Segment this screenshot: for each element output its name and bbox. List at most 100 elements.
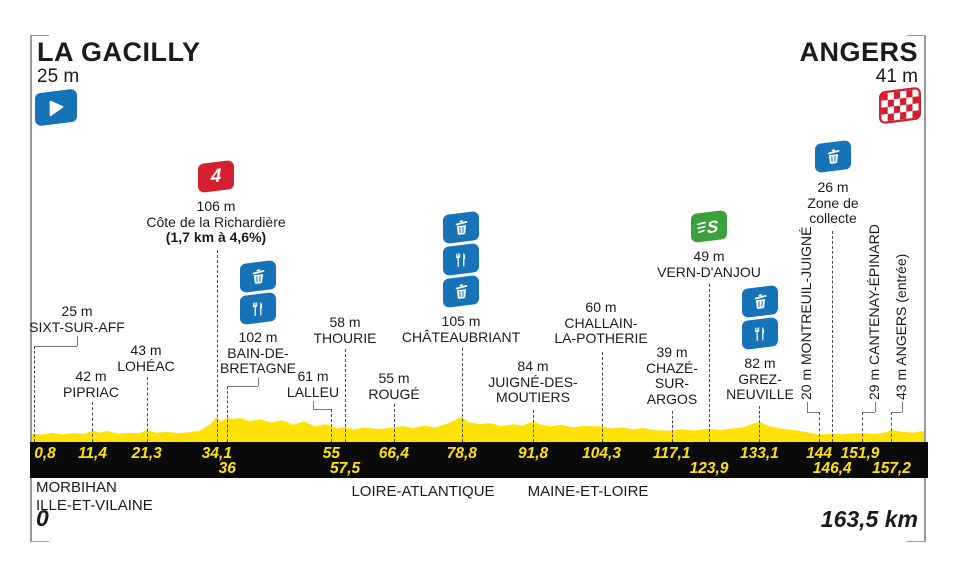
waypoint-dashed-line	[862, 412, 864, 442]
feed-zone-flag-icon	[443, 242, 479, 277]
right-frame-bracket	[907, 35, 926, 542]
waypoint-dashed-line	[92, 402, 94, 442]
km-marker: 34,1	[201, 445, 232, 462]
km-marker: 66,4	[378, 445, 409, 462]
department-label: MAINE-ET-LOIRE	[527, 483, 649, 500]
waypoint-dashed-line	[708, 284, 710, 442]
waypoint-dashed-line	[345, 349, 347, 442]
feed-zone-flag-icon	[240, 291, 276, 326]
checkered-flag	[879, 86, 921, 125]
waypoint-label-montreuil-juigne: 20 m MONTREUIL-JUIGNÉ	[798, 226, 814, 400]
finish-checkered-flag-icon	[879, 86, 921, 125]
waypoint-dashed-line	[891, 412, 893, 442]
waypoint-dashed-line	[832, 231, 834, 442]
km-marker: 157,2	[872, 460, 911, 477]
play-triangle-icon	[49, 100, 64, 116]
checker-pattern	[879, 87, 921, 124]
meal-fork-knife-icon	[253, 301, 263, 316]
km-marker: 117,1	[652, 445, 691, 462]
depart-flag-icon	[35, 88, 77, 127]
meal-fork-knife-icon	[755, 326, 765, 341]
km-bar	[30, 442, 928, 478]
terrain-area	[30, 416, 926, 442]
km-marker: 21,3	[131, 445, 162, 462]
start-km-value: 0	[36, 505, 49, 531]
waypoint-dashed-line	[227, 386, 229, 442]
connector-tick	[258, 378, 259, 386]
km-marker: 151,9	[840, 445, 880, 462]
waypoint-dashed-line	[146, 377, 148, 442]
feed-zone-flag-icon	[742, 316, 778, 351]
sprint-icon: S	[697, 216, 719, 237]
flag-stack-cote-de-la-richardiere: 4	[198, 159, 234, 194]
trash-icon	[455, 284, 467, 299]
km-marker: 133,1	[739, 445, 779, 462]
finish-header: ANGERS 41 m	[799, 38, 918, 88]
waypoint-dashed-line	[461, 348, 463, 442]
department-label: ILLE-ET-VILAINE	[36, 497, 153, 514]
department-label: MORBIHAN	[36, 479, 117, 496]
km-marker: 123,9	[689, 460, 729, 477]
department-label: LOIRE-ATLANTIQUE	[351, 483, 495, 500]
trash-icon	[455, 220, 467, 235]
trash-icon	[827, 149, 839, 164]
waypoint-dashed-line	[533, 410, 535, 442]
flag-stack-vern-d-anjou: S	[691, 209, 727, 244]
connector-elbow	[891, 412, 902, 413]
waypoint-dashed-line	[759, 406, 761, 442]
waste-zone-flag-icon	[443, 210, 479, 245]
category-4-number: 4	[210, 165, 222, 188]
km-marker: 0,8	[34, 445, 56, 462]
connector-tick	[875, 402, 876, 412]
connector-elbow	[227, 386, 258, 387]
km-marker: 146,4	[812, 460, 852, 477]
finish-elevation: 41 m	[875, 66, 918, 87]
sprint-flag-icon: S	[691, 209, 727, 244]
flag-stack-chateaubriant	[443, 210, 479, 309]
km-marker: 78,8	[446, 445, 477, 462]
km-marker: 104,3	[582, 445, 621, 462]
connector-elbow	[34, 346, 77, 347]
waypoint-dashed-line	[601, 352, 603, 442]
flag-stack-bain-de-bretagne	[240, 259, 276, 326]
waste-zone-flag-icon	[240, 259, 276, 294]
connector-elbow	[862, 412, 875, 413]
flag-stack-grez-neuville	[742, 284, 778, 351]
waypoint-label-cantenay-epinard: 29 m CANTENAY-ÉPINARD	[866, 224, 882, 400]
connector-elbow	[807, 412, 820, 413]
waypoint-dashed-line	[819, 412, 821, 442]
connector-tick	[902, 402, 903, 412]
total-distance: 163,5 km	[820, 506, 918, 532]
flag-stack-zone-de-collecte	[815, 139, 851, 174]
waypoint-dashed-line	[671, 411, 673, 442]
waypoint-dashed-line	[34, 346, 36, 442]
connector-tick	[313, 401, 314, 409]
start-elevation: 25 m	[37, 66, 80, 87]
connector-elbow	[313, 409, 332, 410]
km-marker: 144	[806, 445, 833, 462]
waypoint-dashed-line	[216, 250, 218, 442]
waypoint-dashed-line	[393, 404, 395, 442]
svg-text:S: S	[707, 216, 719, 236]
category-4-climb-flag-icon: 4	[198, 159, 234, 194]
km-marker: 91,8	[517, 445, 549, 462]
waste-zone-flag-icon	[443, 274, 479, 309]
connector-tick	[77, 336, 78, 346]
trash-icon	[754, 294, 766, 309]
